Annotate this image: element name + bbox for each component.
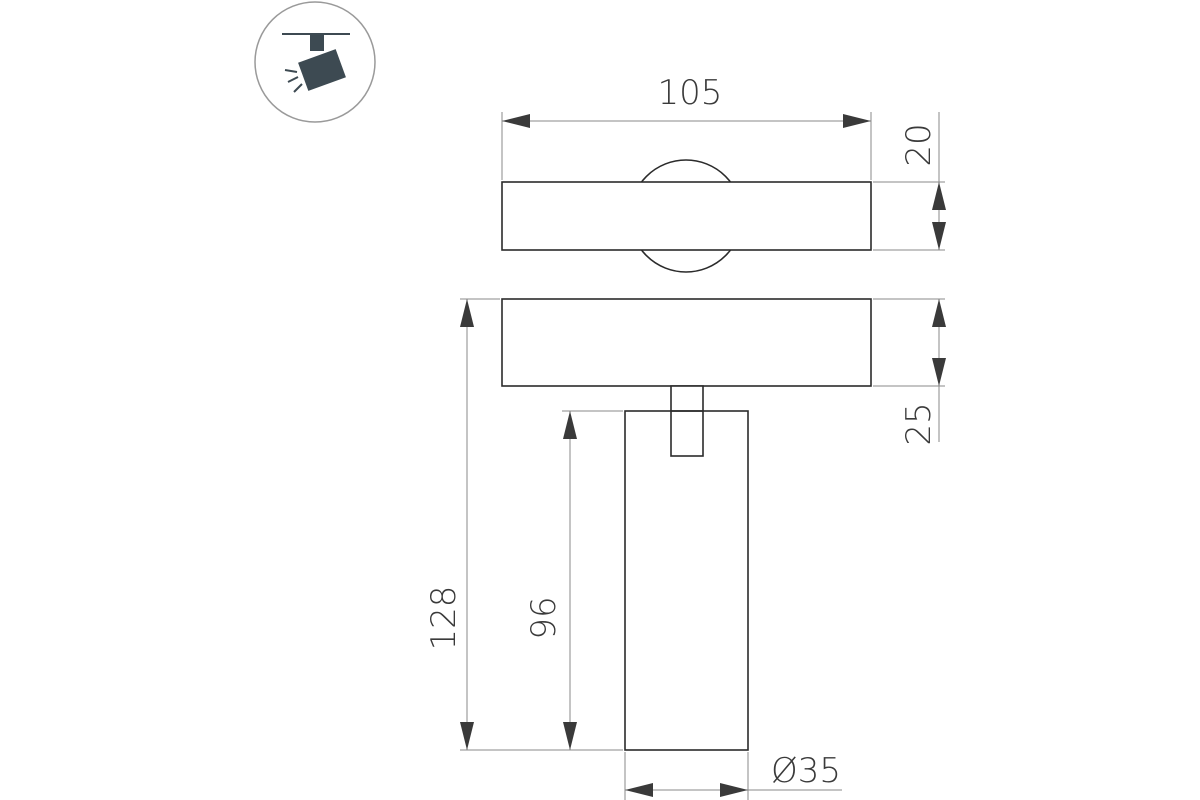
total-height-label: 128	[424, 586, 464, 651]
top-view	[501, 159, 872, 273]
dimension-body-height: 96	[524, 410, 623, 750]
dimension-height-top: 20	[873, 112, 946, 251]
body-height-label: 96	[524, 596, 564, 639]
dimension-height-base: 25	[873, 298, 946, 446]
side-view	[501, 298, 872, 751]
width-top-label: 105	[658, 73, 723, 113]
height-top-label: 20	[899, 123, 939, 166]
track-spotlight-icon	[254, 1, 376, 123]
diameter-label: Ø35	[771, 751, 841, 791]
dimension-total-height: 128	[424, 298, 623, 751]
dimension-width-top: 105	[501, 73, 872, 180]
side-view-head	[624, 410, 749, 751]
height-base-label: 25	[899, 402, 939, 445]
dimension-diameter: Ø35	[624, 751, 842, 800]
side-view-base	[501, 298, 872, 387]
top-view-body	[501, 181, 872, 251]
